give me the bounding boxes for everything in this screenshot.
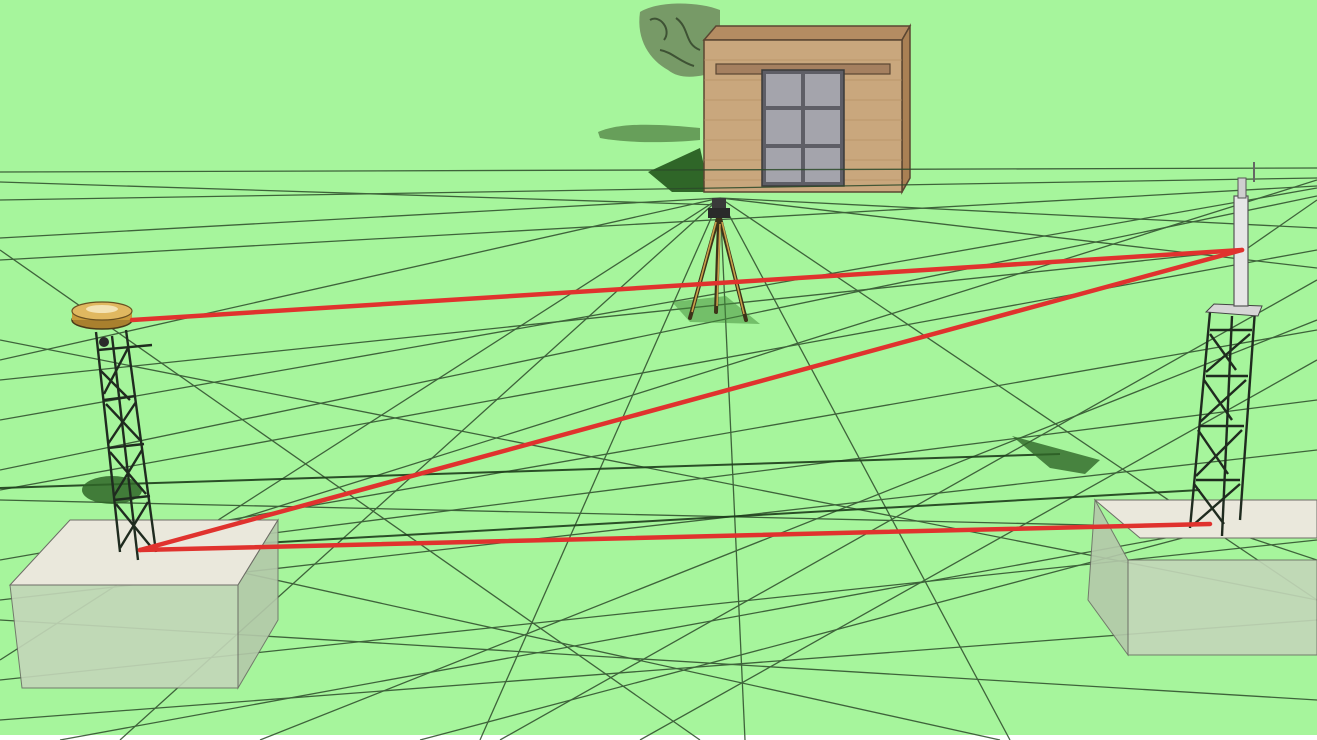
storage-shed	[704, 26, 910, 192]
left-concrete-pier	[10, 520, 278, 688]
